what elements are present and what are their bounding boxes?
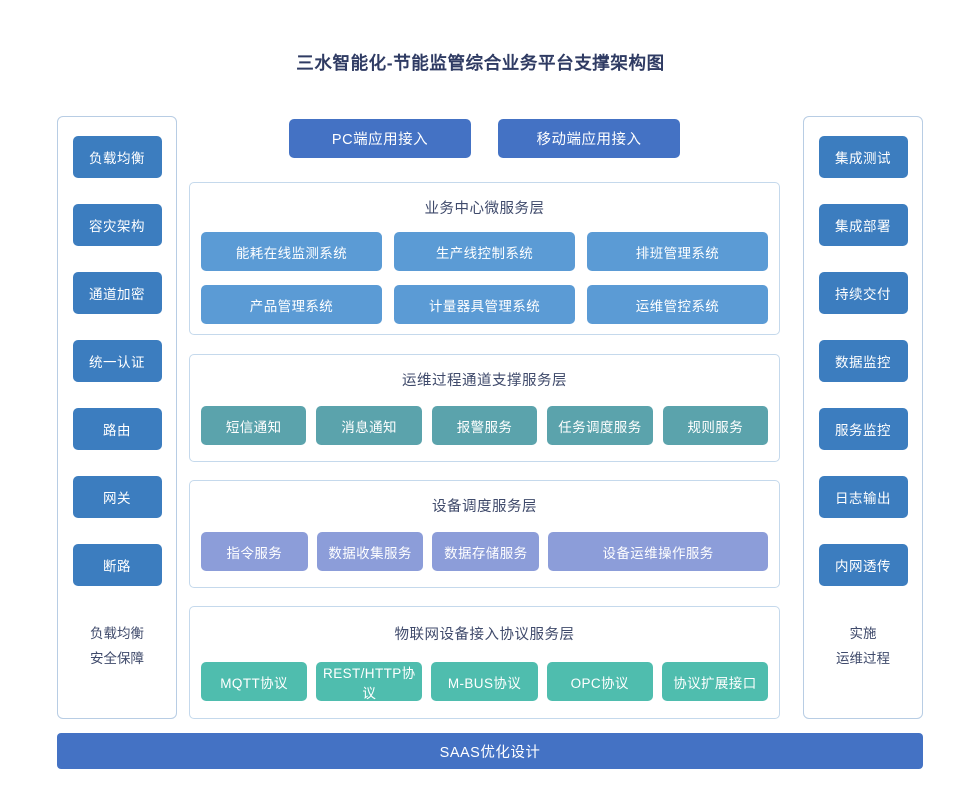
sidebar-item-label: 集成部署	[835, 219, 891, 234]
protocol-label: M-BUS协议	[447, 675, 522, 691]
service-message-notification[interactable]: 消息通知	[316, 406, 422, 445]
sidebar-item-label: 通道加密	[89, 287, 145, 302]
service-energy-monitoring[interactable]: 能耗在线监测系统	[201, 232, 382, 271]
left-column-footer: 负载均衡 安全保障	[90, 621, 144, 671]
layer-title: 业务中心微服务层	[424, 201, 545, 217]
sidebar-item-circuit-breaker[interactable]: 断路	[72, 544, 162, 586]
sidebar-item-integration-deploy[interactable]: 集成部署	[818, 204, 908, 246]
right-column-footer-line-1: 实施	[849, 626, 877, 641]
right-column-footer: 实施 运维过程	[836, 621, 890, 671]
protocol-opc[interactable]: OPC协议	[546, 662, 653, 701]
layer-row: 短信通知 消息通知 报警服务 任务调度服务 规则服务	[200, 406, 769, 445]
right-support-column: 集成测试 集成部署 持续交付 数据监控 服务监控 日志输出 内网透传 实施 运维…	[803, 116, 923, 719]
sidebar-item-log-output[interactable]: 日志输出	[818, 476, 908, 518]
sidebar-item-label: 容灾架构	[89, 219, 145, 234]
service-label: 规则服务	[687, 419, 744, 435]
left-support-column: 负载均衡 容灾架构 通道加密 统一认证 路由 网关 断路 负载均衡 安全保障	[57, 116, 177, 719]
layer-title: 设备调度服务层	[432, 499, 537, 515]
service-label: 数据收集服务	[328, 545, 412, 561]
protocol-rest-http[interactable]: REST/HTTP协议	[316, 662, 423, 701]
sidebar-item-label: 统一认证	[89, 355, 145, 370]
layer-row: 指令服务 数据收集服务 数据存储服务 设备运维操作服务	[201, 532, 768, 571]
sidebar-item-label: 集成测试	[835, 151, 891, 166]
center-stack: PC端应用接入 移动端应用接入 业务中心微服务层 能耗在线监测系统 生产线控制系…	[189, 116, 780, 719]
service-label: 产品管理系统	[249, 298, 334, 314]
service-label: 短信通知	[225, 419, 282, 435]
service-alarm[interactable]: 报警服务	[431, 406, 538, 445]
sidebar-item-label: 内网透传	[835, 559, 891, 574]
sidebar-item-label: 网关	[103, 491, 131, 506]
layer-row: 产品管理系统 计量器具管理系统 运维管控系统	[201, 285, 768, 324]
service-sms-notification[interactable]: 短信通知	[200, 406, 307, 445]
service-label: 任务调度服务	[558, 419, 642, 435]
left-column-footer-line-2: 安全保障	[90, 651, 144, 666]
saas-optimization-bar[interactable]: SAAS优化设计	[57, 733, 923, 769]
page-title: 三水智能化-节能监管综合业务平台支撑架构图	[296, 53, 665, 73]
pc-application-access-button[interactable]: PC端应用接入	[289, 119, 471, 158]
service-label: 指令服务	[226, 545, 283, 561]
service-device-maintenance-operation[interactable]: 设备运维操作服务	[548, 532, 768, 571]
service-operation-control[interactable]: 运维管控系统	[587, 285, 768, 324]
protocol-extension-interface[interactable]: 协议扩展接口	[661, 662, 769, 701]
sidebar-item-label: 路由	[103, 423, 131, 438]
service-label: 数据存储服务	[444, 545, 528, 561]
protocol-label: 协议扩展接口	[673, 675, 757, 691]
service-data-collection[interactable]: 数据收集服务	[316, 532, 424, 571]
sidebar-item-label: 负载均衡	[89, 151, 145, 166]
sidebar-item-gateway[interactable]: 网关	[72, 476, 162, 518]
left-column-footer-line-1: 负载均衡	[90, 626, 144, 641]
sidebar-item-channel-encryption[interactable]: 通道加密	[72, 272, 162, 314]
service-label: 能耗在线监测系统	[235, 245, 348, 261]
service-command[interactable]: 指令服务	[201, 532, 308, 571]
service-label: 计量器具管理系统	[428, 298, 541, 314]
access-button-label: PC端应用接入	[331, 132, 429, 148]
service-label: 消息通知	[341, 419, 397, 435]
sidebar-item-integration-test[interactable]: 集成测试	[818, 136, 908, 178]
layer-row: 能耗在线监测系统 生产线控制系统 排班管理系统	[201, 232, 768, 271]
protocol-label: OPC协议	[570, 675, 629, 691]
service-task-scheduling[interactable]: 任务调度服务	[547, 406, 653, 445]
sidebar-item-label: 持续交付	[835, 287, 891, 302]
sidebar-item-routing[interactable]: 路由	[72, 408, 162, 450]
sidebar-item-unified-auth[interactable]: 统一认证	[72, 340, 162, 382]
service-label: 生产线控制系统	[435, 245, 534, 261]
sidebar-item-label: 日志输出	[835, 491, 891, 506]
layer-business-center-microservice: 业务中心微服务层 能耗在线监测系统 生产线控制系统 排班管理系统 产品管理系统 …	[189, 182, 780, 335]
layer-device-scheduling: 设备调度服务层 指令服务 数据收集服务 数据存储服务 设备运维操作服务	[189, 480, 780, 588]
sidebar-item-load-balance[interactable]: 负载均衡	[72, 136, 162, 178]
sidebar-item-label: 数据监控	[835, 355, 891, 370]
protocol-label: MQTT协议	[220, 675, 288, 691]
layer-row: MQTT协议 REST/HTTP协议 M-BUS协议 OPC协议 协议扩展接口	[201, 662, 769, 701]
service-production-line-control[interactable]: 生产线控制系统	[394, 232, 575, 271]
layer-iot-protocol-service: 物联网设备接入协议服务层 MQTT协议 REST/HTTP协议 M-BUS协议 …	[189, 606, 780, 719]
saas-optimization-label: SAAS优化设计	[439, 744, 541, 761]
service-label: 报警服务	[456, 419, 513, 435]
protocol-m-bus[interactable]: M-BUS协议	[431, 662, 538, 701]
sidebar-item-service-monitoring[interactable]: 服务监控	[818, 408, 908, 450]
sidebar-item-disaster-recovery[interactable]: 容灾架构	[72, 204, 162, 246]
service-metering-device-management[interactable]: 计量器具管理系统	[394, 285, 575, 324]
sidebar-item-label: 服务监控	[835, 423, 891, 438]
access-button-label: 移动端应用接入	[536, 132, 642, 148]
service-data-storage[interactable]: 数据存储服务	[432, 532, 540, 571]
protocol-label: REST/HTTP协议	[323, 665, 416, 701]
service-label: 运维管控系统	[635, 298, 720, 314]
service-label: 排班管理系统	[635, 245, 720, 261]
right-column-footer-line-2: 运维过程	[836, 651, 890, 666]
service-label: 设备运维操作服务	[602, 545, 714, 561]
layer-ops-channel-support: 运维过程通道支撑服务层 短信通知 消息通知 报警服务 任务调度服务 规则服务	[189, 354, 780, 462]
mobile-application-access-button[interactable]: 移动端应用接入	[498, 119, 680, 158]
service-rule-engine[interactable]: 规则服务	[662, 406, 769, 445]
sidebar-item-data-monitoring[interactable]: 数据监控	[818, 340, 908, 382]
application-access-row: PC端应用接入 移动端应用接入	[189, 119, 780, 158]
layer-title: 运维过程通道支撑服务层	[402, 373, 567, 389]
sidebar-item-label: 断路	[103, 559, 131, 574]
service-product-management[interactable]: 产品管理系统	[201, 285, 382, 324]
protocol-mqtt[interactable]: MQTT协议	[201, 662, 308, 701]
service-shift-management[interactable]: 排班管理系统	[587, 232, 768, 271]
layer-title: 物联网设备接入协议服务层	[394, 627, 575, 643]
sidebar-item-intranet-passthrough[interactable]: 内网透传	[818, 544, 908, 586]
sidebar-item-continuous-delivery[interactable]: 持续交付	[818, 272, 908, 314]
